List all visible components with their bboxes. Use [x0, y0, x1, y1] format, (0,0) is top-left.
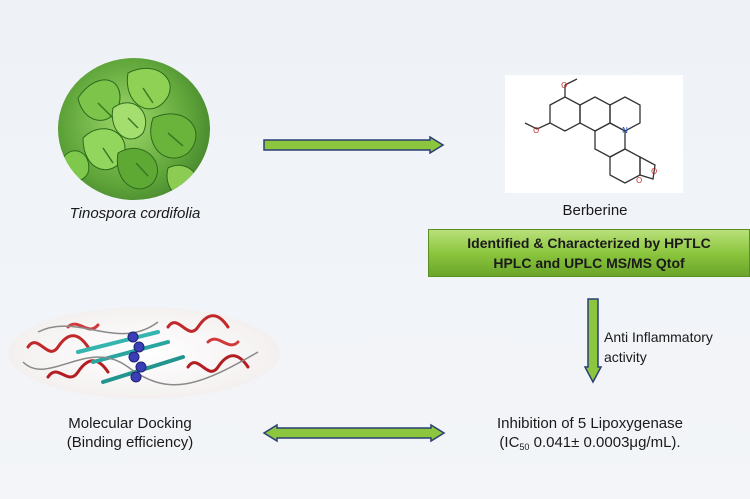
berberine-structure-icon: O O O O N [524, 78, 657, 185]
activity-label: Anti Inflammatory activity [604, 329, 713, 365]
analysis-box: Identified & Characterized by HPTLC HPLC… [428, 229, 750, 277]
double-arrow-docking-inhibition [262, 423, 446, 443]
docking-label: Molecular Docking (Binding efficiency) [66, 415, 194, 451]
svg-text:O: O [651, 167, 657, 176]
svg-text:N: N [622, 126, 628, 135]
svg-text:O: O [561, 81, 567, 90]
svg-text:O: O [533, 126, 539, 135]
berberine-structure: O O O O N [505, 75, 683, 193]
svg-text:O: O [636, 176, 642, 185]
plant-image [58, 58, 210, 200]
compound-label: Berberine [562, 202, 628, 219]
inhibition-label: Inhibition of 5 Lipoxygenase (IC50 0.041… [497, 415, 683, 452]
docking-image [8, 307, 280, 399]
analysis-line-1: Identified & Characterized by HPTLC [467, 235, 711, 251]
arrow-plant-to-compound [263, 136, 445, 154]
plant-label: Tinospora cordifolia [69, 205, 201, 222]
analysis-line-2: HPLC and UPLC MS/MS Qtof [493, 255, 685, 271]
arrow-box-to-inhibition [583, 298, 603, 384]
